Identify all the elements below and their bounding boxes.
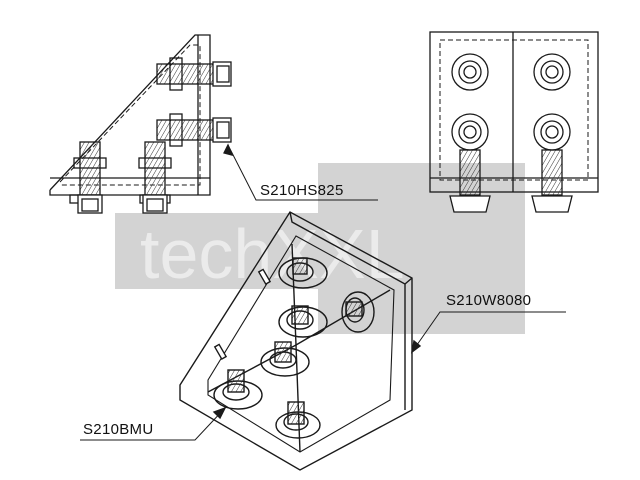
iso-screw-4 [260,341,310,377]
watermark: techXXL [115,163,525,334]
front-bolt-tr [533,53,571,91]
front-bolt-bl [451,113,489,151]
label-hammer-screw: S210HS825 [260,182,344,199]
iso-screw-2 [341,291,375,333]
iso-view [80,211,566,471]
iso-screw-5 [213,369,263,410]
iso-screw-6 [275,401,321,439]
iso-screw-3 [278,305,328,338]
front-view [429,31,599,213]
label-button-nut: S210BMU [83,421,153,438]
iso-screw-1 [278,257,328,289]
side-view [49,34,378,214]
front-bolt-br [533,113,571,151]
label-angle-bracket: S210W8080 [446,292,531,309]
watermark-text: techXXL [140,215,405,293]
front-bolt-tl [451,53,489,91]
